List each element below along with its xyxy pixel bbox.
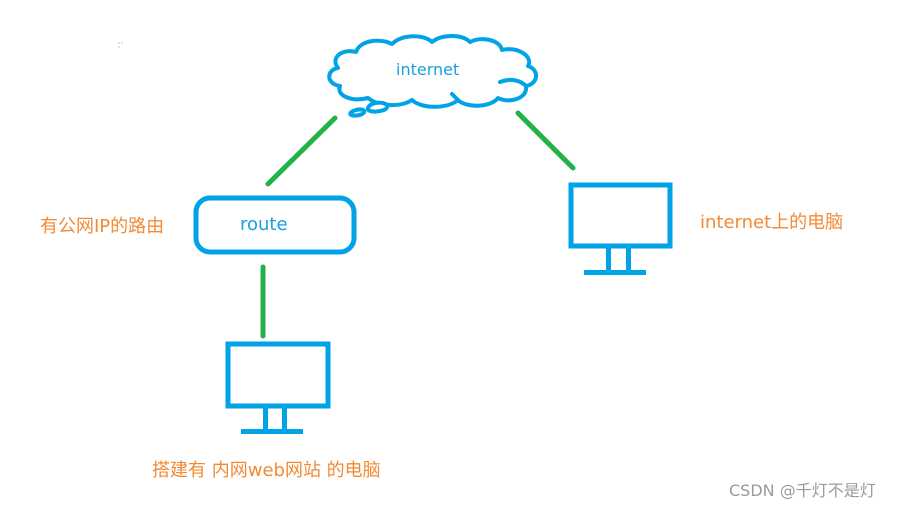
link-router-cloud xyxy=(265,115,338,187)
cloud-label: internet xyxy=(396,60,460,79)
watermark: CSDN @千灯不是灯 xyxy=(729,481,876,500)
internet-pc-annotation: internet上的电脑 xyxy=(700,212,844,233)
monitor-icon xyxy=(225,341,331,409)
monitor-icon xyxy=(568,182,673,249)
internet-cloud xyxy=(327,34,538,118)
cloud-icon xyxy=(327,34,538,109)
stray-dots xyxy=(118,42,123,48)
links xyxy=(260,110,576,339)
link-cloud-internet-pc xyxy=(515,110,576,171)
router-node xyxy=(193,195,357,255)
cloud-tail xyxy=(365,100,390,114)
router-annotation: 有公网IP的路由 xyxy=(40,216,165,237)
lan-pc-annotation: 搭建有 内网web网站 的电脑 xyxy=(152,460,381,481)
internet-pc-monitor xyxy=(568,182,673,275)
router-label: route xyxy=(240,214,288,235)
lan-pc-monitor xyxy=(225,341,331,434)
